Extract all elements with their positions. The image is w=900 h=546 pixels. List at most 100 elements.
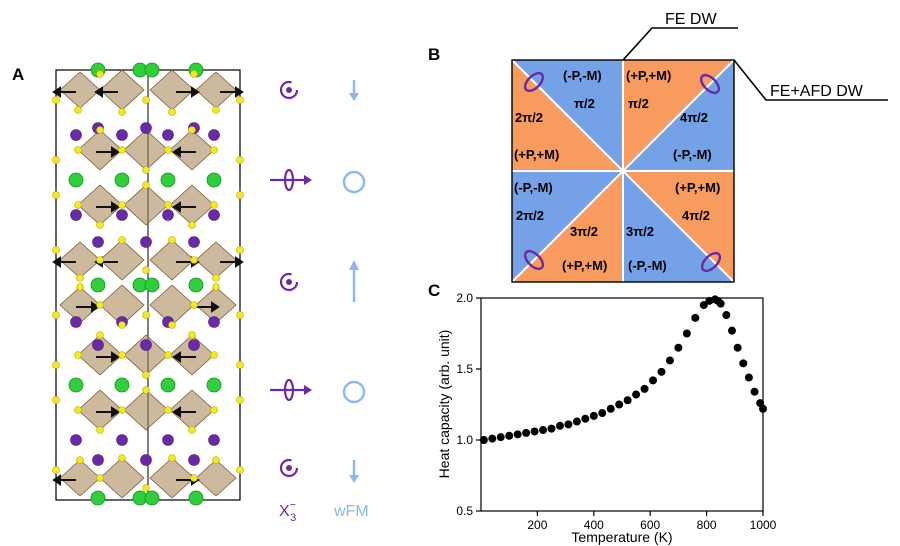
data-point <box>615 400 624 409</box>
data-point <box>496 433 505 442</box>
fe-afd-dw-leader-line <box>733 59 888 101</box>
mode-label-sub: 3 <box>290 512 296 524</box>
dw-text-bl-pm: (-P,-M) <box>514 180 553 195</box>
data-point <box>632 390 641 399</box>
vortex-loops <box>523 71 722 273</box>
data-point <box>649 376 658 385</box>
panel-label-c: C <box>428 281 440 300</box>
yellow-atoms <box>52 70 244 492</box>
y-tick-label: 1.5 <box>456 362 473 376</box>
wfm-zero-icon-1 <box>342 170 366 194</box>
dw-text-br-pm: (+P,+M) <box>675 180 720 195</box>
data-point <box>606 404 615 413</box>
panel-label-b: B <box>428 45 440 64</box>
data-point <box>581 414 590 423</box>
data-point <box>744 373 753 382</box>
dw-text-tl-phase-orange: 2π/2 <box>515 110 543 125</box>
wfm-symbols <box>342 80 366 483</box>
dw-text-br-phase-blue: 3π/2 <box>626 224 654 239</box>
dw-text-bl-phase-orange: 3π/2 <box>570 224 598 239</box>
dw-text-bl-pm-orange: (+P,+M) <box>562 258 607 273</box>
data-points <box>479 295 767 444</box>
dw-text-tl-pm-orange: (+P,+M) <box>514 147 559 162</box>
crystal-structure <box>52 62 244 506</box>
mode-label: X−3 <box>279 499 296 524</box>
data-point <box>727 326 736 335</box>
data-point <box>572 417 581 426</box>
wfm-down-arrow-icon-1 <box>349 80 359 101</box>
dw-text-bl-phase-blue: 2π/2 <box>516 208 544 223</box>
octahedra-layer <box>59 69 237 499</box>
data-point <box>589 411 598 420</box>
x-tick-label: 200 <box>527 518 547 532</box>
fe-dw-leader-line <box>622 27 738 61</box>
data-point <box>699 301 708 310</box>
x-tick-label: 600 <box>640 518 660 532</box>
x-tick-label: 1000 <box>750 518 777 532</box>
dw-text-tr-pm: (+P,+M) <box>626 68 671 83</box>
rotation-symbols <box>270 80 312 478</box>
data-point <box>722 311 731 320</box>
data-point <box>759 404 767 413</box>
data-point <box>479 436 488 444</box>
rotation-icon-3 <box>279 458 299 478</box>
data-point <box>640 384 649 393</box>
dw-text-tr-pm-blue: (-P,-M) <box>673 147 712 162</box>
data-point <box>739 359 748 368</box>
data-point <box>555 421 564 430</box>
vortex-loop-icon-bl <box>523 249 545 271</box>
dw-boundaries <box>511 59 735 283</box>
x-axis-label: Temperature (K) <box>571 529 672 545</box>
data-point <box>513 430 522 439</box>
purple-atoms <box>70 122 220 466</box>
data-point <box>522 428 531 437</box>
domain-wall-diagram: (-P,-M) π/2 2π/2 (+P,+M) (+P,+M) π/2 4π/… <box>511 11 888 283</box>
dw-text-tr-phase-orange: π/2 <box>628 96 649 111</box>
data-point <box>598 409 607 418</box>
data-point <box>539 426 548 435</box>
vortex-loop-icon-br <box>700 251 722 273</box>
dw-text-tr-phase-blue: 4π/2 <box>680 110 708 125</box>
wfm-zero-icon-2 <box>342 380 366 404</box>
mode-label-base: X <box>279 503 290 520</box>
dw-text-br-pm-blue: (-P,-M) <box>628 258 667 273</box>
dw-text-tl-pm: (-P,-M) <box>563 68 602 83</box>
dw-text-tl-phase-blue: π/2 <box>574 96 595 111</box>
data-point <box>623 396 632 405</box>
data-point <box>674 343 683 352</box>
data-point <box>488 434 497 443</box>
rotation-axis-icon-1 <box>270 168 312 192</box>
vortex-loop-icon-tl <box>523 71 545 93</box>
y-axis-ticks: 0.51.01.52.0 <box>456 291 481 518</box>
dw-text-br-phase-orange: 4π/2 <box>682 208 710 223</box>
x-tick-label: 400 <box>584 518 604 532</box>
rotation-axis-icon-2 <box>270 378 312 402</box>
data-point <box>530 427 539 436</box>
fe-afd-dw-label: FE+AFD DW <box>770 83 864 100</box>
y-tick-label: 2.0 <box>456 291 473 305</box>
wfm-down-arrow-icon-2 <box>349 460 359 483</box>
y-tick-label: 1.0 <box>456 433 473 447</box>
mode-label-sup: − <box>290 499 296 511</box>
data-point <box>505 431 514 440</box>
data-point <box>691 313 700 322</box>
panel-label-a: A <box>12 65 24 84</box>
wfm-label: wFM <box>333 503 369 520</box>
data-point <box>716 299 725 308</box>
y-axis-label: Heat capacity (arb. unit) <box>436 330 452 479</box>
data-point <box>547 424 556 433</box>
rotation-icon-1 <box>279 80 299 100</box>
data-point <box>564 420 573 429</box>
fe-dw-label: FE DW <box>665 11 717 28</box>
data-point <box>682 329 691 338</box>
dw-callouts <box>622 27 888 101</box>
data-point <box>733 343 742 352</box>
wfm-up-arrow-icon <box>349 260 359 302</box>
vortex-loop-icon-tr <box>699 73 721 95</box>
data-point <box>657 367 666 376</box>
data-point <box>665 356 674 365</box>
data-point <box>750 387 759 396</box>
